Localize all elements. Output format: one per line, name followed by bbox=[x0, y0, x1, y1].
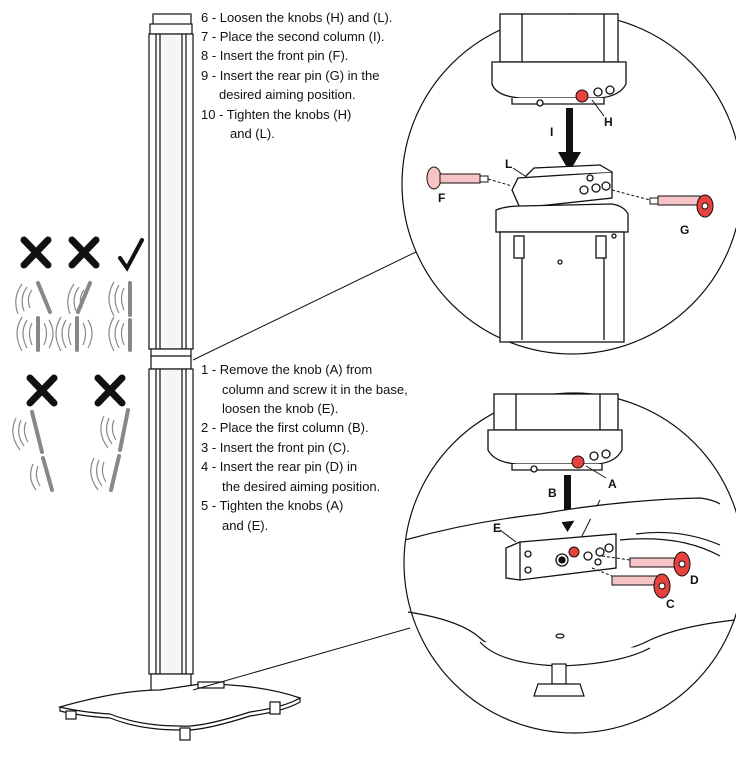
step-1-cont: column and screw it in the base, bbox=[222, 382, 408, 397]
step-8: 8 - Insert the front pin (F). bbox=[201, 48, 349, 63]
callout-line bbox=[192, 627, 411, 691]
step-3: 3 - Insert the front pin (C). bbox=[201, 440, 350, 455]
cross-mark-icon bbox=[26, 374, 58, 407]
step-4: 4 - Insert the rear pin (D) in bbox=[201, 459, 358, 474]
detail-circle-bottom: A B E bbox=[403, 392, 736, 734]
speaker-column bbox=[57, 13, 302, 741]
check-mark-icon bbox=[118, 238, 144, 272]
label-i: I bbox=[550, 125, 553, 139]
step-1: 1 - Remove the knob (A) from bbox=[201, 362, 373, 377]
step-10: 10 - Tighten the knobs (H) bbox=[201, 107, 352, 122]
cross-mark-icon bbox=[94, 374, 126, 407]
step-1-cont2: loosen the knob (E). bbox=[222, 401, 339, 416]
label-f: F bbox=[438, 191, 445, 205]
detail-circle-top: H I L F bbox=[401, 13, 736, 355]
step-4-cont: the desired aiming position. bbox=[222, 479, 381, 494]
aiming-correct-incorrect-diagram bbox=[12, 236, 144, 492]
step-9-cont: desired aiming position. bbox=[219, 87, 356, 102]
label-e: E bbox=[493, 521, 501, 535]
label-d: D bbox=[690, 573, 699, 587]
cross-mark-icon bbox=[20, 236, 52, 269]
callout-line bbox=[192, 249, 421, 361]
label-a: A bbox=[608, 477, 617, 491]
step-2: 2 - Place the first column (B). bbox=[201, 420, 369, 435]
step-10-cont: and (L). bbox=[230, 126, 275, 141]
step-9: 9 - Insert the rear pin (G) in the bbox=[201, 68, 380, 83]
step-7: 7 - Place the second column (I). bbox=[201, 29, 385, 44]
label-h: H bbox=[604, 115, 613, 129]
label-l: L bbox=[505, 157, 512, 171]
label-g: G bbox=[680, 223, 689, 237]
label-b: B bbox=[548, 486, 557, 500]
step-5-cont: and (E). bbox=[222, 518, 269, 533]
label-c: C bbox=[666, 597, 675, 611]
step-6: 6 - Loosen the knobs (H) and (L). bbox=[201, 10, 393, 25]
cross-mark-icon bbox=[68, 236, 100, 269]
step-5: 5 - Tighten the knobs (A) bbox=[201, 498, 344, 513]
